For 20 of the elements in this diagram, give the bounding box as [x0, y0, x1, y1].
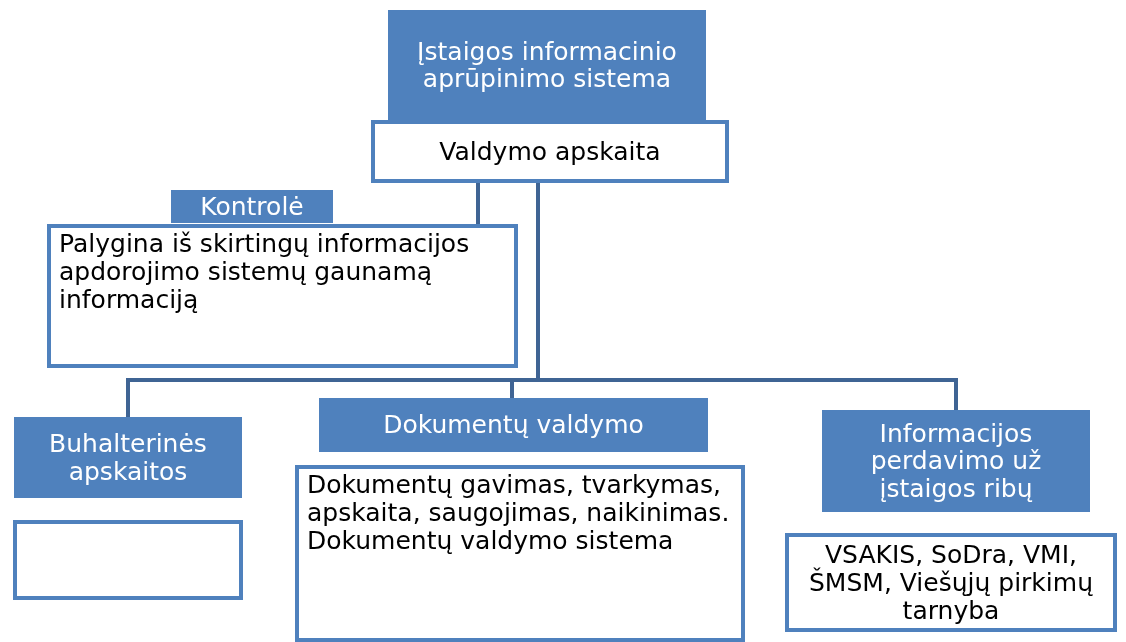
content-box — [295, 465, 745, 642]
header-box — [822, 410, 1090, 512]
content-box — [785, 533, 1117, 632]
header-box — [388, 10, 706, 120]
header-text: Kontrolė — [200, 192, 304, 221]
header-text: Įstaigos informacinio aprūpinimo sistema — [416, 37, 678, 93]
content-text: Valdymo apskaita — [438, 137, 662, 166]
header-text: Informacijos perdavimo už įstaigos ribų — [869, 419, 1043, 503]
content-box — [47, 224, 518, 368]
content-text: Palygina iš skirtingų informacijos apdorojimo sistemų gaunamą informaciją — [59, 230, 471, 314]
content-text: VSAKIS, SoDra, VMI, ŠMSM, Viešųjų pirkimų tarnyba — [808, 540, 1094, 625]
connector-line — [476, 183, 480, 224]
box-shape — [13, 520, 243, 600]
header-box — [319, 398, 708, 452]
header-text: Buhalterinės apskaitos — [48, 430, 208, 485]
header-box — [171, 190, 333, 223]
header-text: Dokumentų valdymo — [383, 411, 644, 439]
content-box — [371, 120, 729, 183]
content-text: Dokumentų gavimas, tvarkymas, apskaita, saugojimas, naikinimas. Dokumentų valdymo sistema — [307, 471, 731, 555]
header-box — [14, 417, 242, 498]
